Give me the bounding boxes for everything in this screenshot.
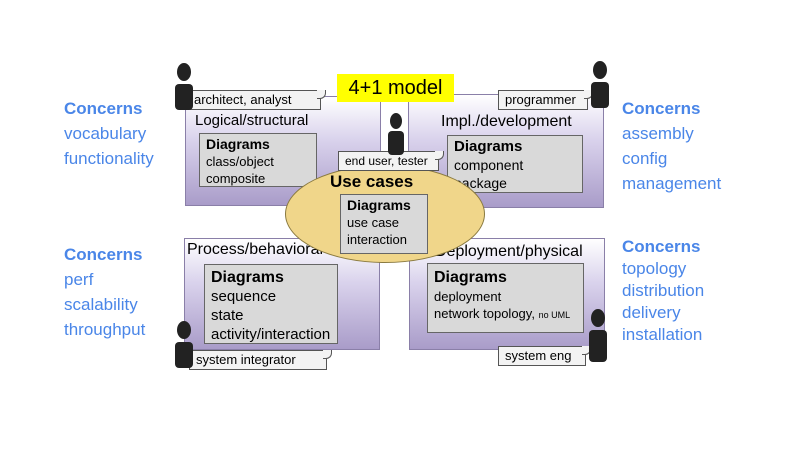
concerns-implementation: Concerns assembly config management xyxy=(622,96,721,196)
stakeholder-label-deployment: system eng xyxy=(498,346,591,366)
diagram-item-network-text: network topology, xyxy=(434,306,535,321)
logical-diagrams-box: Diagrams class/object composite xyxy=(199,133,317,187)
concerns-title: Concerns xyxy=(622,99,701,118)
concerns-title: Concerns xyxy=(64,245,143,264)
concern-item: scalability xyxy=(64,295,138,314)
concern-item: assembly xyxy=(622,124,694,143)
concern-item: config xyxy=(622,149,668,168)
concerns-title: Concerns xyxy=(622,237,701,256)
diagram-item: component xyxy=(454,157,524,173)
person-icon-process xyxy=(175,321,193,368)
model-label: 4+1 model xyxy=(337,74,454,102)
diagram-item: class/object xyxy=(206,154,274,169)
diagram-item: use case xyxy=(347,215,400,230)
concern-item: perf xyxy=(64,270,94,289)
person-icon-usecases xyxy=(388,113,404,155)
concerns-deployment: Concerns topology distribution delivery … xyxy=(622,236,704,346)
deployment-view-title: Deployment/physical xyxy=(435,243,583,260)
diagram-item: composite xyxy=(206,171,266,186)
person-icon-deployment xyxy=(589,309,607,362)
stakeholder-label-logical: architect, analyst xyxy=(187,90,326,110)
concern-item: topology xyxy=(622,259,687,278)
usecases-diagrams-box: Diagrams use case interaction xyxy=(340,194,428,254)
diagrams-title: Diagrams xyxy=(454,138,523,155)
diagram-item: state xyxy=(211,307,244,324)
process-view-title: Process/behavioral xyxy=(187,241,324,258)
concerns-logical: Concerns vocabulary functionality xyxy=(64,96,154,171)
process-diagrams-box: Diagrams sequence state activity/interac… xyxy=(204,264,338,344)
concern-item: vocabulary xyxy=(64,124,147,143)
stakeholder-label-process: system integrator xyxy=(189,350,332,370)
deployment-diagrams-box: Diagrams deployment network topology, no… xyxy=(427,263,584,333)
diagram-item: interaction xyxy=(347,232,407,247)
implementation-view-title: Impl./development xyxy=(441,113,572,130)
diagram-item: deployment xyxy=(434,289,502,304)
diagram-item-network-note: no UML xyxy=(538,310,571,320)
concern-item: management xyxy=(622,174,722,193)
diagrams-title: Diagrams xyxy=(206,136,270,152)
diagram-item: activity/interaction xyxy=(211,326,331,343)
diagrams-title: Diagrams xyxy=(434,269,507,286)
concern-item: delivery xyxy=(622,303,681,322)
stakeholder-label-implementation: programmer xyxy=(498,90,593,110)
diagrams-title: Diagrams xyxy=(211,269,284,286)
concern-item: throughput xyxy=(64,320,146,339)
concerns-title: Concerns xyxy=(64,99,143,118)
concerns-process: Concerns perf scalability throughput xyxy=(64,242,145,342)
implementation-diagrams-box: Diagrams component package xyxy=(447,135,583,193)
diagrams-title: Diagrams xyxy=(347,197,411,213)
usecases-title: Use cases xyxy=(330,172,414,191)
concern-item: installation xyxy=(622,325,703,344)
person-icon-logical xyxy=(175,63,193,110)
diagram-item-network: network topology, no UML xyxy=(434,305,577,324)
person-icon-implementation xyxy=(591,61,609,108)
concern-item: functionality xyxy=(64,149,154,168)
diagram-item: sequence xyxy=(211,288,277,305)
logical-view-title: Logical/structural xyxy=(195,112,309,129)
concern-item: distribution xyxy=(622,281,705,300)
